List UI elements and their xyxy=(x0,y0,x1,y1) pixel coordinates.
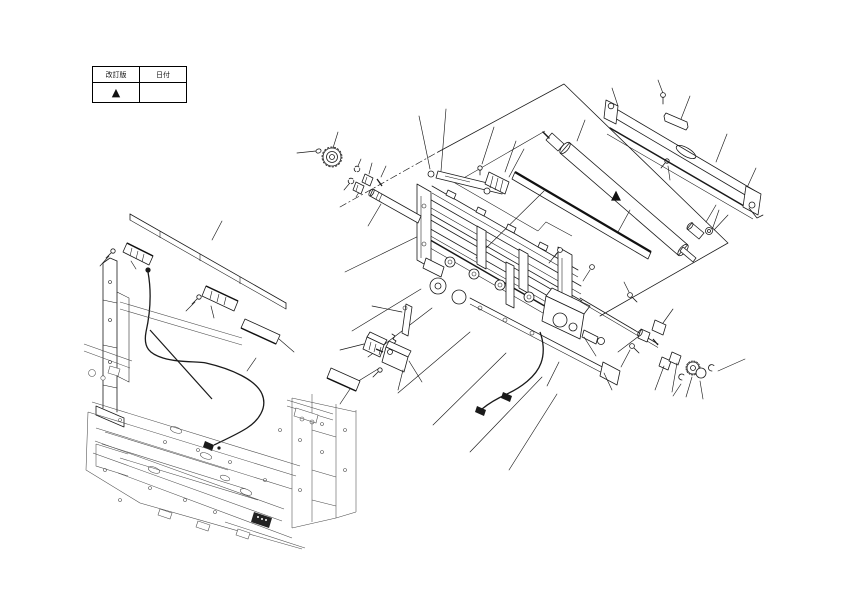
mylar-label-left xyxy=(240,318,281,345)
wire-harness-left xyxy=(144,271,265,446)
wire-harness-center xyxy=(475,331,560,416)
assembly-screw-2 xyxy=(589,264,595,270)
drive-shaft-cluster xyxy=(579,281,746,400)
support-bracket-and-harness xyxy=(95,257,265,451)
strip-screw xyxy=(477,165,483,171)
strip-nut xyxy=(483,187,491,195)
bracket-foot xyxy=(95,405,125,428)
wire-connector xyxy=(501,392,512,402)
shaft-screw-2 xyxy=(629,343,635,349)
cam-wheel-2 xyxy=(451,289,467,305)
collar xyxy=(658,356,672,371)
revision-table: 改訂版 日付 ▲ xyxy=(92,66,187,103)
roller-shaft-end xyxy=(679,246,697,263)
diagram-triangle-marker: ▲ xyxy=(611,188,621,203)
solenoid-screw xyxy=(377,367,383,373)
left-end-plate xyxy=(416,183,432,269)
roller-bushing xyxy=(686,222,705,240)
shaft-tube xyxy=(369,188,422,224)
rail-tag xyxy=(663,112,689,131)
pin xyxy=(376,178,383,187)
wire-connector-2 xyxy=(475,406,486,416)
c-clip-2 xyxy=(708,364,715,372)
cam-wheel xyxy=(429,277,447,295)
date-cell xyxy=(139,82,187,103)
left-rail-with-pcbs xyxy=(99,213,295,353)
motor-block xyxy=(541,295,585,340)
carriage-assembly xyxy=(344,183,621,471)
lower-guide-rail xyxy=(609,127,757,214)
rail-right-bracket xyxy=(742,185,762,216)
collar-2 xyxy=(668,351,682,366)
harness-connector xyxy=(203,441,214,451)
solenoid-cluster xyxy=(326,303,423,405)
revision-marker-cell: ▲ xyxy=(92,82,140,103)
lever xyxy=(401,303,413,337)
end-box xyxy=(599,361,621,386)
adjustment-knob xyxy=(322,147,342,167)
fuser-roller xyxy=(542,119,729,263)
adjustment-knob-cluster xyxy=(296,131,422,227)
pcb-screw xyxy=(110,248,116,254)
sheet-metal-frame xyxy=(83,343,357,550)
drive-gear-2 xyxy=(695,367,707,379)
solenoid xyxy=(381,346,409,373)
shaft-plate xyxy=(651,319,667,336)
harness-screw xyxy=(145,267,151,273)
shaft-bushing xyxy=(637,328,651,343)
frame-connector xyxy=(251,512,272,528)
rail-left-bracket xyxy=(603,99,619,125)
pcb-screw-2 xyxy=(196,294,202,300)
mid-post xyxy=(476,225,487,270)
cleaning-blade-strip xyxy=(511,171,652,260)
mid-post-2 xyxy=(505,261,515,309)
shaft-screw xyxy=(627,292,633,298)
connector-block xyxy=(362,336,385,358)
strip-cap xyxy=(427,170,435,178)
bushing xyxy=(361,173,374,187)
upper-guide-rail-assembly xyxy=(603,79,764,231)
roller-bearing-cap xyxy=(705,227,713,235)
e-ring-2 xyxy=(347,177,355,185)
c-clip xyxy=(678,373,685,381)
assembly-screw xyxy=(557,247,563,253)
top-strip-and-connector xyxy=(418,108,525,195)
e-ring xyxy=(353,165,361,173)
knob-screw xyxy=(315,148,322,154)
mid-post-3 xyxy=(518,248,529,294)
bushing-2 xyxy=(352,181,365,195)
